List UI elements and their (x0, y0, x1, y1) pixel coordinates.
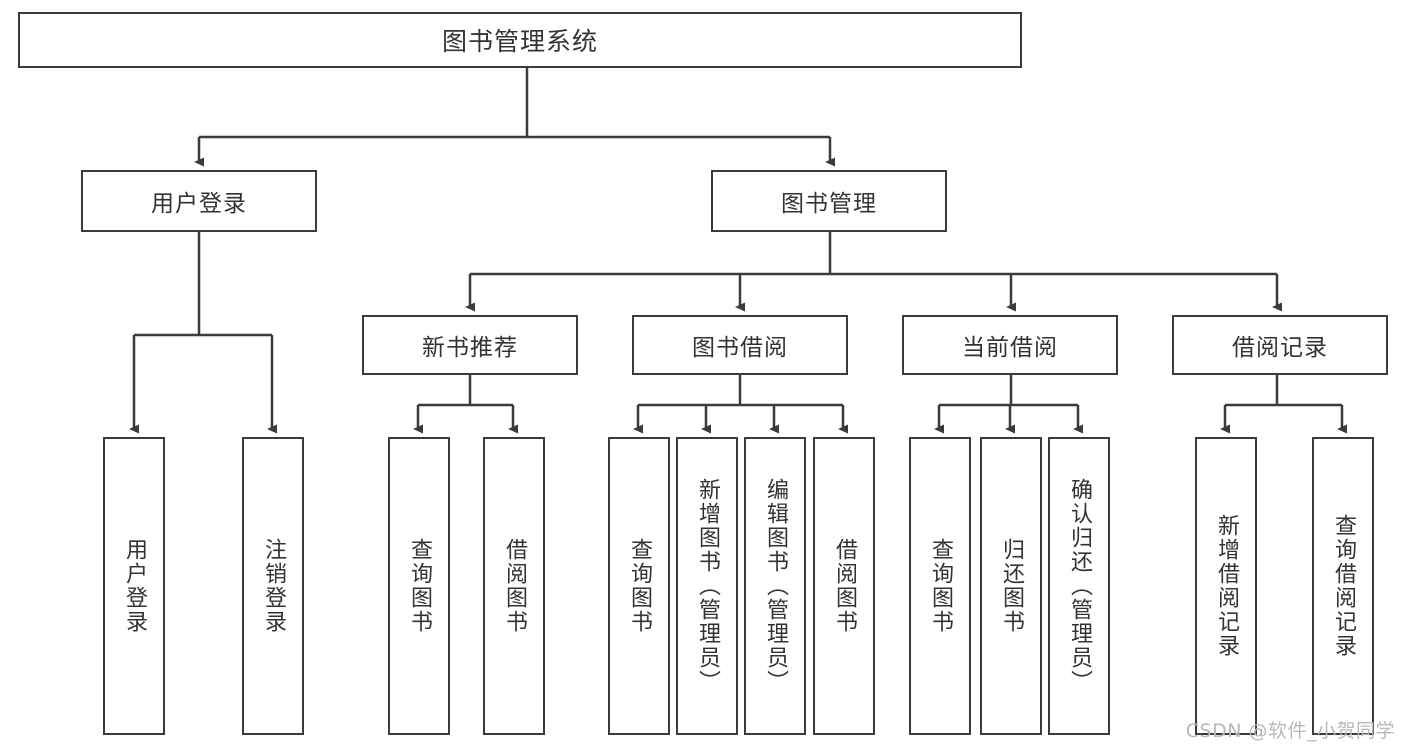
node-leaf-borrow-book[interactable]: 借阅图书 (813, 437, 875, 735)
node-leaf-query-borrow-record[interactable]: 查询借阅记录 (1312, 437, 1374, 735)
node-leaf-add-borrow-record[interactable]: 新增借阅记录 (1195, 437, 1257, 735)
node-label: 用户登录 (151, 191, 247, 217)
node-borrowing-record[interactable]: 借阅记录 (1172, 315, 1388, 375)
node-label: 图书管理系统 (441, 27, 598, 56)
node-label: 新增借阅记录 (1214, 514, 1239, 658)
node-label: 借阅图书 (502, 538, 527, 634)
node-label: 查询图书 (627, 538, 652, 634)
node-label: 查询借阅记录 (1331, 514, 1356, 658)
node-label: 编辑图书（管理员） (763, 478, 788, 694)
node-leaf-query-book-borrow[interactable]: 查询图书 (608, 437, 670, 735)
watermark-text: CSDN @软件_小贺同学 (1185, 720, 1395, 742)
node-leaf-query-book-recommend[interactable]: 查询图书 (388, 437, 450, 735)
node-label: 查询图书 (928, 538, 953, 634)
node-label: 图书借阅 (692, 335, 788, 361)
node-label: 确认归还（管理员） (1067, 478, 1092, 694)
node-new-book-recommendation[interactable]: 新书推荐 (362, 315, 578, 375)
node-leaf-return-book[interactable]: 归还图书 (980, 437, 1042, 735)
node-book-management[interactable]: 图书管理 (711, 170, 947, 232)
node-leaf-add-book-admin[interactable]: 新增图书（管理员） (676, 437, 738, 735)
node-label: 图书管理 (781, 191, 877, 217)
node-user-login[interactable]: 用户登录 (81, 170, 317, 232)
node-leaf-borrow-book-recommend[interactable]: 借阅图书 (483, 437, 545, 735)
node-leaf-user-login[interactable]: 用户登录 (103, 437, 165, 735)
node-label: 归还图书 (999, 538, 1024, 634)
node-label: 当前借阅 (962, 335, 1058, 361)
node-label: 注销登录 (261, 538, 286, 634)
node-label: 借阅记录 (1232, 335, 1328, 361)
node-root-book-management-system[interactable]: 图书管理系统 (18, 12, 1022, 68)
node-label: 用户登录 (122, 538, 147, 634)
node-label: 新书推荐 (422, 335, 518, 361)
node-label: 查询图书 (407, 538, 432, 634)
node-label: 借阅图书 (832, 538, 857, 634)
node-leaf-logout[interactable]: 注销登录 (242, 437, 304, 735)
node-leaf-query-book-current[interactable]: 查询图书 (909, 437, 971, 735)
node-label: 新增图书（管理员） (695, 478, 720, 694)
node-current-borrowing[interactable]: 当前借阅 (902, 315, 1118, 375)
node-leaf-edit-book-admin[interactable]: 编辑图书（管理员） (744, 437, 806, 735)
node-leaf-confirm-return-admin[interactable]: 确认归还（管理员） (1048, 437, 1110, 735)
node-book-borrowing[interactable]: 图书借阅 (632, 315, 848, 375)
